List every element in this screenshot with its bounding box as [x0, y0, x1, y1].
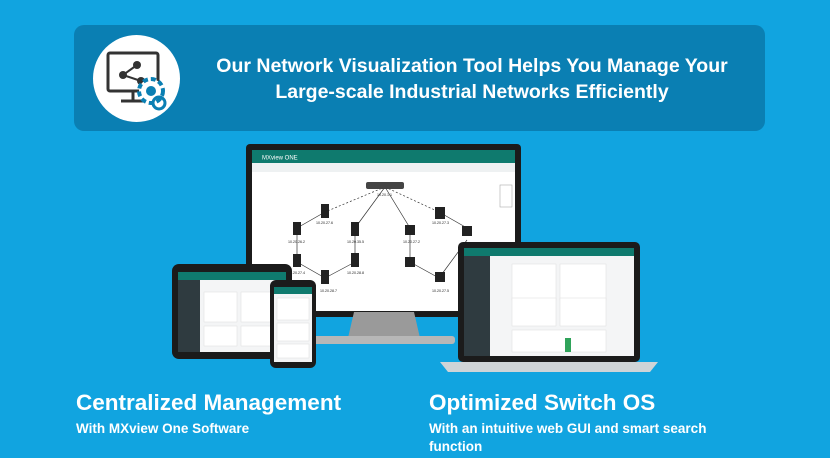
app-header-bar	[252, 150, 515, 163]
banner-title-line1: Our Network Visualization Tool Helps You…	[216, 55, 728, 77]
tablet-device	[172, 264, 292, 359]
topology-node-label: 10.20.27.5	[432, 289, 449, 293]
topology-node-label: 10.20.27.4	[288, 271, 305, 275]
topology-node-label: 10.20.27.3	[432, 221, 449, 225]
app-name: MXview ONE	[262, 156, 298, 162]
feature-subtitle: With MXview One Software	[76, 421, 250, 436]
feature-centralized-management: Centralized Management With MXview One S…	[76, 390, 396, 438]
desktop-monitor: MXview ONE	[246, 144, 521, 344]
feature-optimized-switch-os: Optimized Switch OS With an intuitive we…	[429, 390, 759, 456]
topology-node-label: 10.20.27.6	[316, 221, 333, 225]
hero-banner: Our Network Visualization Tool Helps You…	[74, 25, 765, 131]
banner-title-line2: Large-scale Industrial Networks Efficien…	[275, 81, 669, 103]
topology-node-label: 10.20.27.2	[403, 240, 420, 244]
topology-node-label: 10.20.35.5	[347, 240, 364, 244]
topology-node-label: 10.20.28.8	[347, 271, 364, 275]
banner-title: Our Network Visualization Tool Helps You…	[192, 53, 752, 105]
laptop-device	[440, 242, 658, 372]
topology-node-label: 10.20.28.7	[320, 289, 337, 293]
feature-subtitle: With an intuitive web GUI and smart sear…	[429, 421, 707, 454]
topology-node-label: 10.20.1.1	[377, 193, 392, 197]
devices-illustration: MXview ONE	[172, 144, 658, 372]
feature-title: Optimized Switch OS	[429, 390, 656, 415]
phone-device	[270, 280, 316, 368]
network-management-icon	[93, 35, 180, 122]
feature-title: Centralized Management	[76, 390, 342, 415]
topology-node-label: 10.20.26.2	[288, 240, 305, 244]
